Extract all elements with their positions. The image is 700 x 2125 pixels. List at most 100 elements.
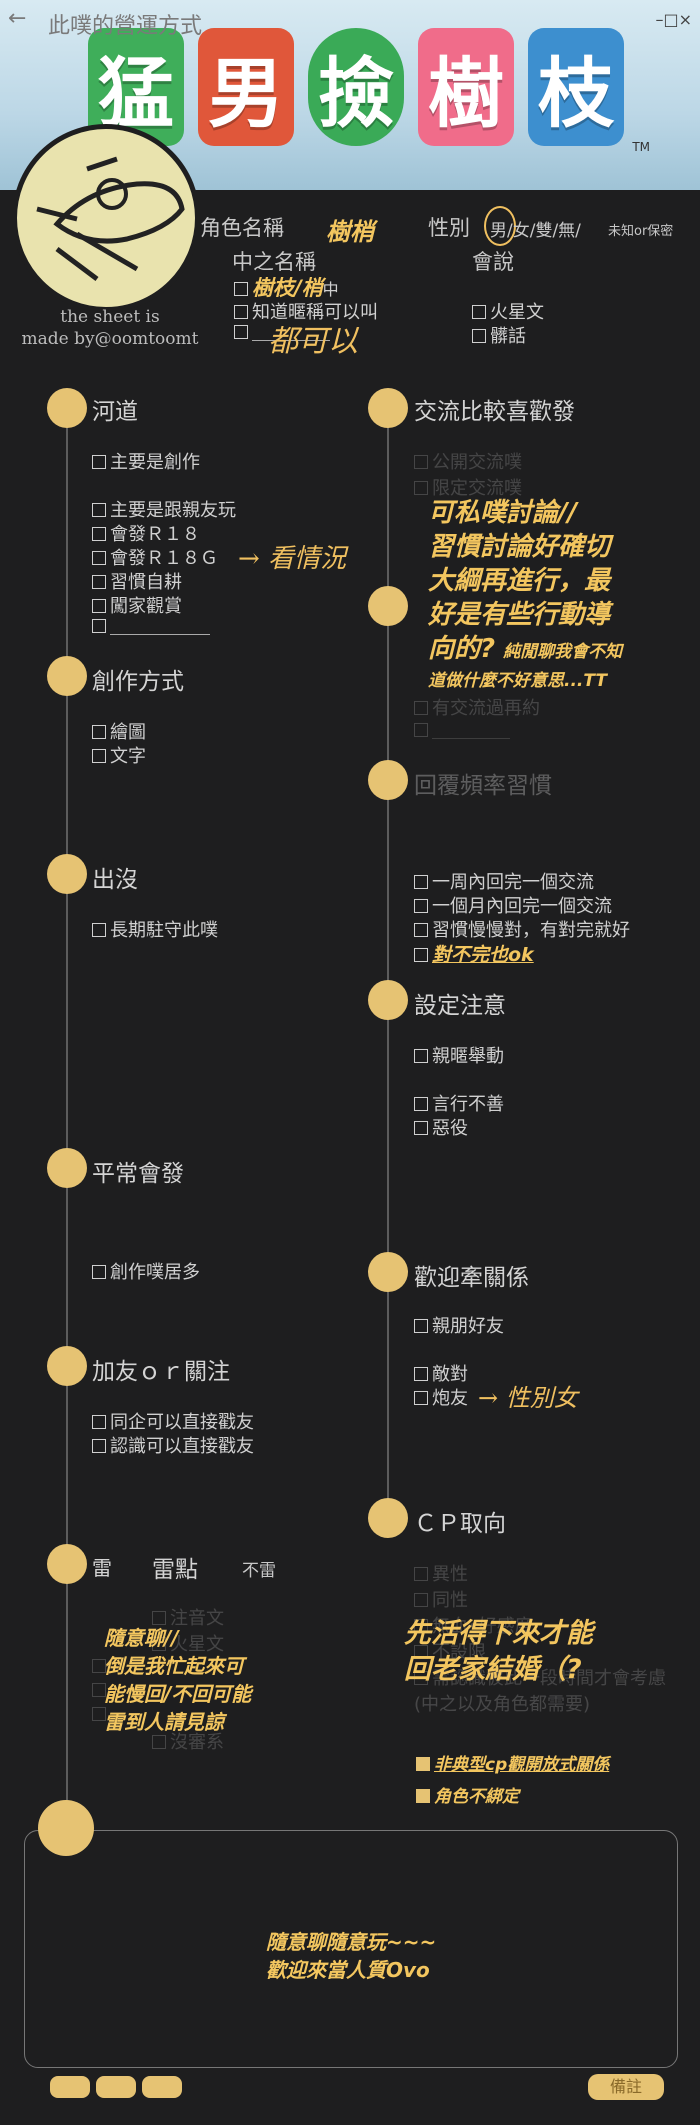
- speech-item-2: 髒話: [472, 322, 526, 348]
- cn-item-1: 樹枝/梢中: [234, 272, 339, 302]
- presence-item-1: 長期駐守此噗: [92, 916, 218, 942]
- remark-box: [24, 1830, 678, 2068]
- gender-label: 性別: [428, 216, 470, 240]
- section-title-interaction: 交流比較喜歡發: [414, 399, 575, 425]
- banner: 猛 男 撿 樹 枝 TM: [0, 0, 700, 190]
- non-triggers-col-label: 不雷: [242, 1561, 276, 1581]
- reply-item-2: 一個月內回完一個交流: [414, 892, 612, 918]
- trigger-item: 火星文: [152, 1630, 224, 1656]
- trigger-item: 沒審系: [152, 1728, 224, 1754]
- section-dot: [368, 980, 408, 1020]
- cp-bold-item-1: 非典型cp觀開放式關係: [416, 1750, 609, 1775]
- relations-note: → 性別女: [478, 1384, 578, 1412]
- creation-item-2: 文字: [92, 742, 146, 768]
- channel-item-2: 主要是跟親友玩: [92, 496, 236, 522]
- channel-item-6: 闖家觀賞: [92, 592, 182, 618]
- cn-handwriting: 都可以: [268, 324, 358, 359]
- footer-pill-2[interactable]: [96, 2076, 136, 2098]
- interaction-faint-list: 公開交流噗 限定交流噗: [414, 448, 522, 500]
- cp-item: 同性: [414, 1586, 666, 1612]
- banner-tile-4: 樹: [418, 28, 514, 146]
- setting-item-3: 惡役: [414, 1114, 468, 1140]
- section-title-relations: 歡迎牽關係: [414, 1265, 529, 1291]
- window-controls[interactable]: –□×: [655, 10, 692, 29]
- setting-item-2: 言行不善: [414, 1090, 504, 1116]
- section-dot: [368, 388, 408, 428]
- channel-item-3: 會發Ｒ１８: [92, 520, 200, 546]
- reply-item-1: 一周內回完一個交流: [414, 868, 594, 894]
- banner-tile-5: 枝: [528, 28, 624, 146]
- section-dot: [47, 388, 87, 428]
- cp-item: 無血•好感度: [414, 1612, 666, 1638]
- cp-bold-item-2: 角色不綁定: [416, 1782, 519, 1807]
- setting-item-1: 親暱舉動: [414, 1042, 504, 1068]
- reply-item-4: 對不完也ok: [414, 940, 534, 967]
- remark-note: 隨意聊隨意玩~~~歡迎來當人質Ovo: [266, 1930, 437, 1982]
- section-dot: [47, 1148, 87, 1188]
- section-title-presence: 出沒: [92, 867, 138, 893]
- section-title-triggers: 雷: [92, 1556, 112, 1580]
- gender-options: 男/女/雙/無/: [490, 221, 581, 241]
- avatar: [12, 124, 200, 312]
- interaction-item: 限定交流噗: [414, 474, 522, 500]
- section-title-follow: 加友ｏｒ關注: [92, 1359, 230, 1385]
- right-timeline: [387, 408, 389, 1508]
- section-title-reply-frequency: 回覆頻率習慣: [414, 773, 552, 799]
- section-dot: [368, 1252, 408, 1292]
- cn-item-2: 知道暱稱可以叫: [234, 298, 378, 324]
- section-title-creation: 創作方式: [92, 669, 184, 695]
- channel-item-5: 習慣自耕: [92, 568, 182, 594]
- usual-posts-item-1: 創作噗居多: [92, 1258, 200, 1284]
- channel-item-1: 主要是創作: [92, 448, 200, 474]
- arrow-left-icon[interactable]: ←: [8, 6, 27, 31]
- discuss-note: 可私噗討論//習慣討論好確切大綱再進行，最好是有些行動導 向的?純閒聊我會不知 …: [428, 498, 623, 691]
- thunder-note: 隨意聊//倒是我忙起來可能慢回/不回可能雷到人請見諒: [104, 1626, 252, 1734]
- cn-name-label: 中之名稱: [232, 250, 316, 274]
- channel-note: → 看情況: [238, 544, 347, 574]
- cp-faint-list: 異性 同性 無血•好感度 不設限 需認識彼此一段時間才會考慮 (中之以及角色都需…: [414, 1560, 666, 1716]
- section-title-channel: 河道: [92, 399, 138, 425]
- section-dot: [47, 1346, 87, 1386]
- cn-item-3: [234, 322, 330, 343]
- role-name-label: 角色名稱: [200, 216, 284, 240]
- role-name-value: 樹梢: [326, 218, 374, 246]
- interaction-item: [414, 720, 540, 741]
- window-title: 此噗的營運方式: [48, 14, 203, 39]
- triggers-col-label: 雷點: [152, 1557, 198, 1583]
- section-dot: [47, 1544, 87, 1584]
- section-title-cp: ＣＰ取向: [414, 1511, 506, 1537]
- cp-item: 不設限: [414, 1638, 666, 1664]
- section-dot: [368, 586, 408, 626]
- cp-item: 異性: [414, 1560, 666, 1586]
- cp-item: 需認識彼此一段時間才會考慮: [414, 1664, 666, 1690]
- relations-item-3: 炮友: [414, 1384, 468, 1410]
- interaction-item: 有交流過再約: [414, 694, 540, 720]
- channel-item-4: 會發Ｒ１８Ｇ: [92, 544, 218, 570]
- creation-item-1: 繪圖: [92, 718, 146, 744]
- trademark: TM: [632, 140, 650, 154]
- relations-item-1: 親朋好友: [414, 1312, 504, 1338]
- section-dot: [47, 854, 87, 894]
- cp-item-note: (中之以及角色都需要): [414, 1694, 591, 1715]
- speech-item-1: 火星文: [472, 298, 544, 324]
- footer-pill-3[interactable]: [142, 2076, 182, 2098]
- section-title-usual-posts: 平常會發: [92, 1161, 184, 1187]
- triggers-faint-list: 注音文 火星文 沒審系: [92, 1604, 224, 1754]
- remark-dot: [38, 1800, 94, 1856]
- follow-item-1: 同企可以直接戳友: [92, 1408, 254, 1434]
- fish-sketch-icon: [36, 156, 185, 281]
- gender-extra: 未知or保密: [608, 224, 674, 239]
- section-dot: [368, 1498, 408, 1538]
- banner-tile-3: 撿: [308, 28, 404, 146]
- interaction-item: 公開交流噗: [414, 448, 522, 474]
- reply-item-3: 習慣慢慢對，有對完就好: [414, 916, 630, 942]
- relations-item-2: 敵對: [414, 1360, 468, 1386]
- banner-tile-2: 男: [198, 28, 294, 146]
- interaction-faint-list-2: 有交流過再約: [414, 694, 540, 741]
- cp-note: 先活得下來才能回老家結婚（?: [404, 1618, 593, 1685]
- follow-item-2: 認識可以直接戳友: [92, 1432, 254, 1458]
- speech-label: 會說: [472, 250, 514, 274]
- footer-pill-1[interactable]: [50, 2076, 90, 2098]
- remark-label-button[interactable]: 備註: [588, 2074, 664, 2100]
